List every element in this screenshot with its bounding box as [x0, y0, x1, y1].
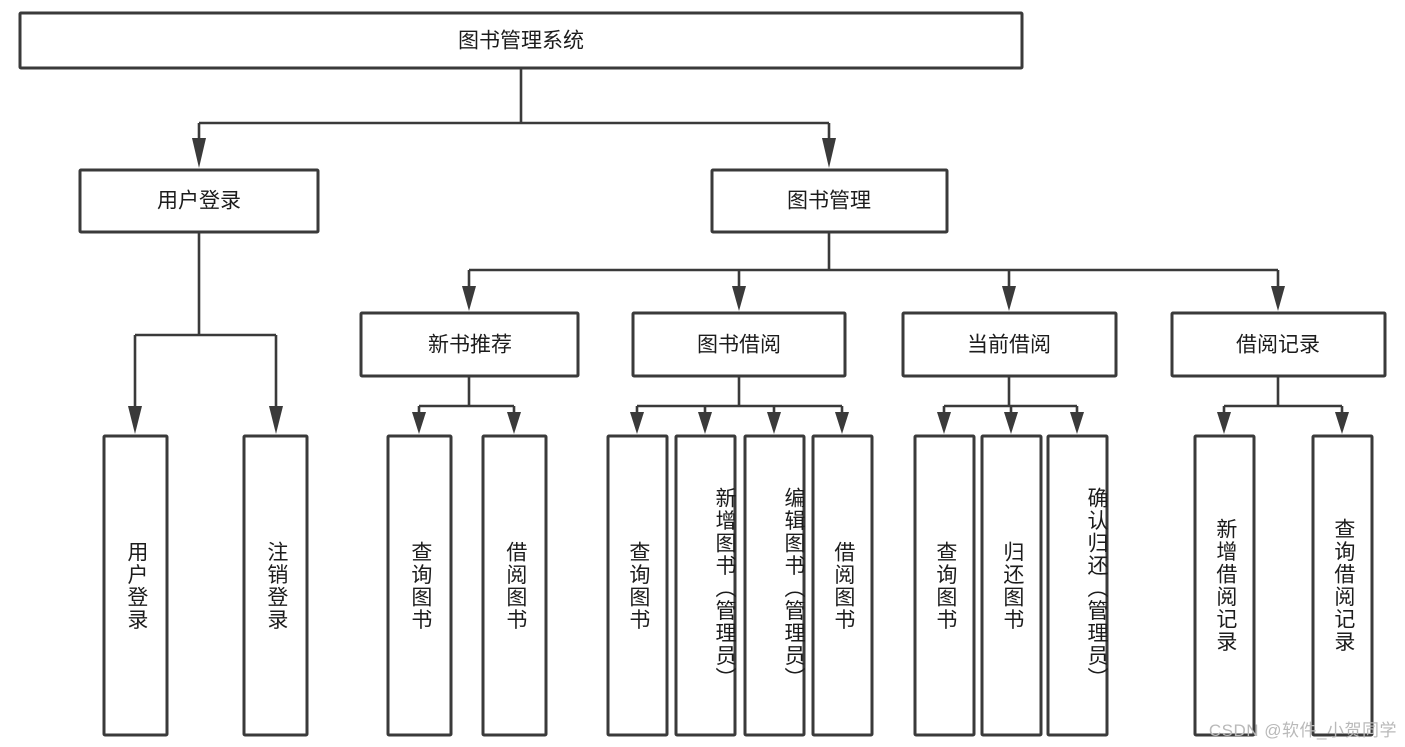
- node-box-cb-query-book[interactable]: [913, 434, 976, 737]
- node-box-borrow-records[interactable]: [1170, 311, 1387, 378]
- arrowhead-br-add-record: [1217, 412, 1231, 434]
- node-label-borrow-records: 借阅记录: [1236, 334, 1320, 357]
- node-box-bb-add-book[interactable]: [674, 434, 737, 737]
- node-box-bb-edit-book[interactable]: [743, 434, 806, 737]
- arrowhead-nb-borrow-book: [507, 412, 521, 434]
- node-box-br-query-record[interactable]: [1311, 434, 1374, 737]
- arrowhead-book-management: [822, 138, 836, 168]
- node-box-user-logout[interactable]: [242, 434, 309, 737]
- node-label-root: 图书管理系统: [458, 30, 584, 53]
- node-box-bb-borrow-book[interactable]: [811, 434, 874, 737]
- node-label-book-management: 图书管理: [787, 190, 871, 213]
- node-box-cb-return-book[interactable]: [980, 434, 1043, 737]
- arrowhead-bb-borrow-book: [835, 412, 849, 434]
- node-label-user-login: 用户登录: [157, 190, 241, 213]
- node-box-nb-borrow-book[interactable]: [481, 434, 548, 737]
- arrowhead-bb-edit-book: [767, 412, 781, 434]
- node-box-user-login-do[interactable]: [102, 434, 169, 737]
- arrowhead-current-borrow: [1002, 286, 1016, 311]
- arrowhead-user-login: [192, 138, 206, 168]
- node-layer: 图书管理系统 用户登录 图书管理 新书推荐 图书借阅 当前借阅 借阅记录: [18, 11, 1387, 737]
- arrowhead-bb-query-book: [630, 412, 644, 434]
- node-box-bb-query-book[interactable]: [606, 434, 669, 737]
- node-box-new-book-recommend[interactable]: [359, 311, 580, 378]
- arrowhead-bb-add-book: [698, 412, 712, 434]
- node-box-book-borrow[interactable]: [631, 311, 847, 378]
- connector-layer: [128, 68, 1349, 434]
- node-box-root[interactable]: [18, 11, 1024, 70]
- node-box-user-login[interactable]: [78, 168, 320, 234]
- node-label-current-borrow: 当前借阅: [967, 334, 1051, 357]
- arrowhead-user-login-do: [128, 406, 142, 434]
- node-box-current-borrow[interactable]: [901, 311, 1118, 378]
- arrowhead-cb-confirm-return: [1070, 412, 1084, 434]
- node-box-br-add-record[interactable]: [1193, 434, 1256, 737]
- node-box-book-management[interactable]: [710, 168, 949, 234]
- arrowhead-book-borrow: [732, 286, 746, 311]
- node-box-cb-confirm-return[interactable]: [1046, 434, 1109, 737]
- arrowhead-nb-query-book: [412, 412, 426, 434]
- arrowhead-new-book-recommend: [462, 286, 476, 311]
- arrowhead-br-query-record: [1335, 412, 1349, 434]
- arrowhead-cb-query-book: [937, 412, 951, 434]
- watermark-text: CSDN @软件_小贺同学: [1208, 721, 1397, 740]
- arrowhead-user-logout: [269, 406, 283, 434]
- node-box-nb-query-book[interactable]: [386, 434, 453, 737]
- arrowhead-cb-return-book: [1004, 412, 1018, 434]
- node-label-book-borrow: 图书借阅: [697, 334, 781, 357]
- arrowhead-borrow-records: [1271, 286, 1285, 311]
- node-label-new-book-recommend: 新书推荐: [428, 334, 512, 357]
